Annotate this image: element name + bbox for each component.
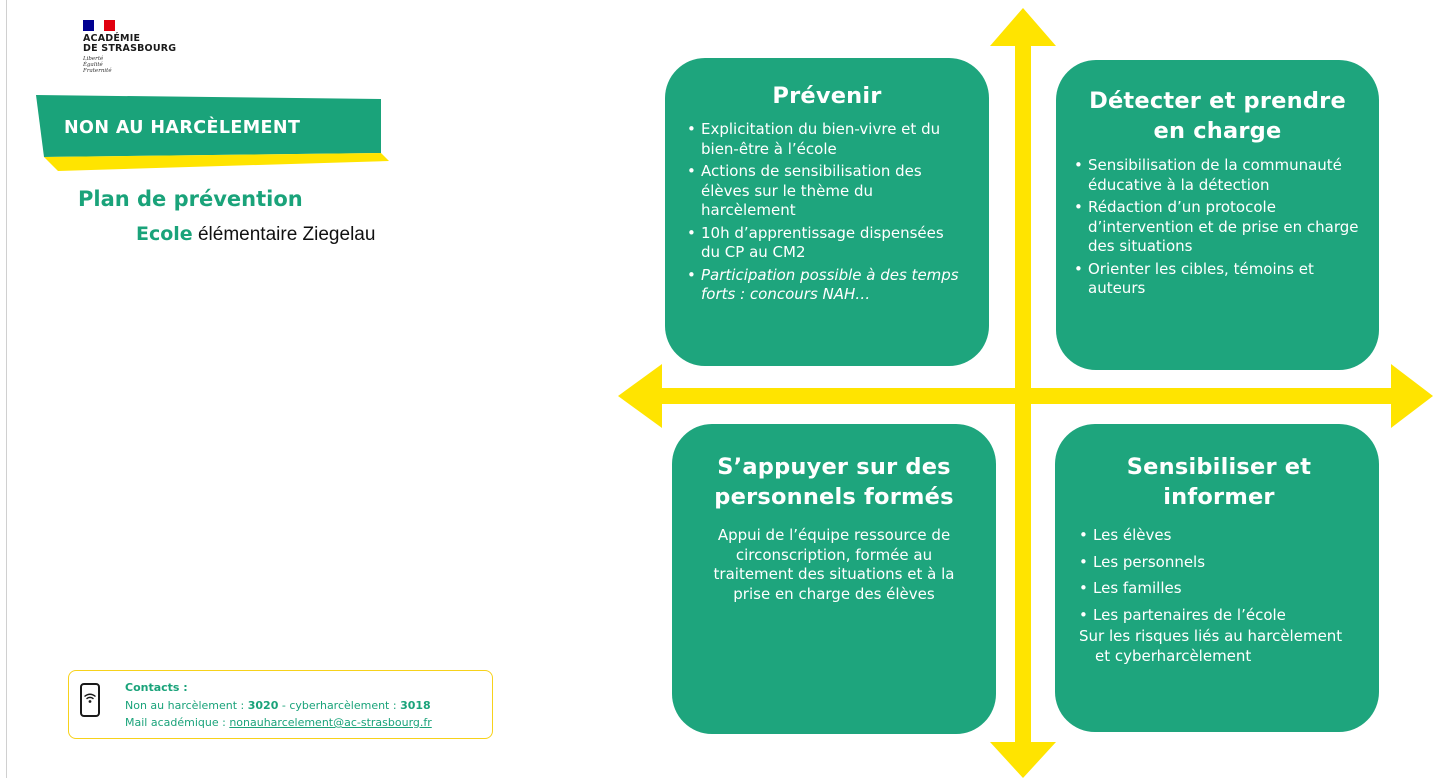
republic-flag-icon bbox=[83, 20, 116, 31]
contacts-mail-prefix: Mail académique : bbox=[125, 716, 230, 729]
cyberharcelement-number[interactable]: 3018 bbox=[400, 699, 431, 712]
prevenir-item: 10h d’apprentissage dispensées du CP au … bbox=[687, 224, 967, 263]
sensibiliser-item: Les partenaires de l’école bbox=[1079, 606, 1359, 626]
contacts-line1-mid: - cyberharcèlement : bbox=[278, 699, 401, 712]
academie-logo: ACADÉMIE DE STRASBOURG Liberté Égalité F… bbox=[83, 20, 176, 74]
school-name: Ecole élémentaire Ziegelau bbox=[136, 223, 375, 246]
contacts-phone-line: Non au harcèlement : 3020 - cyberharcèle… bbox=[125, 699, 431, 712]
plan-title: Plan de prévention bbox=[78, 187, 303, 211]
harcelement-number[interactable]: 3020 bbox=[247, 699, 279, 712]
page-left-rule bbox=[6, 0, 7, 778]
school-keyword: Ecole bbox=[136, 223, 193, 245]
detecter-item: Sensibilisation de la communauté éducati… bbox=[1074, 156, 1361, 195]
logo-motto-3: Fraternité bbox=[83, 68, 112, 74]
logo-motto-1: Liberté bbox=[83, 56, 104, 62]
contacts-mail-line: Mail académique : nonauharcelement@ac-st… bbox=[125, 716, 432, 729]
sensibiliser-item: Les familles bbox=[1079, 579, 1359, 599]
appuyer-title: S’appuyer sur des personnels formés bbox=[714, 454, 954, 510]
logo-line-1: ACADÉMIE bbox=[83, 33, 141, 44]
detecter-title: Détecter et prendre en charge bbox=[1089, 88, 1346, 144]
banner-background bbox=[36, 95, 389, 171]
quadrant-sensibiliser: Sensibiliser et informer Les élèves Les … bbox=[1055, 424, 1379, 732]
banner-title: NON AU HARCÈLEMENT bbox=[64, 118, 301, 138]
quadrant-appuyer: S’appuyer sur des personnels formés Appu… bbox=[672, 424, 996, 734]
appuyer-text: Appui de l’équipe ressource de circonscr… bbox=[713, 526, 955, 603]
sensibiliser-item: Les personnels bbox=[1079, 553, 1359, 573]
sensibiliser-footer: Sur les risques liés au harcèlement et c… bbox=[1079, 627, 1343, 665]
contacts-box: Contacts : Non au harcèlement : 3020 - c… bbox=[68, 670, 493, 739]
detecter-item: Orienter les cibles, témoins et auteurs bbox=[1074, 260, 1361, 299]
prevenir-title: Prévenir bbox=[772, 83, 882, 109]
prevenir-item: Participation possible à des temps forts… bbox=[687, 266, 967, 305]
contact-email-link[interactable]: nonauharcelement@ac-strasbourg.fr bbox=[229, 716, 432, 729]
contacts-line1-prefix: Non au harcèlement : bbox=[125, 699, 248, 712]
contacts-title: Contacts : bbox=[125, 681, 188, 694]
detecter-item: Rédaction d’un protocole d’intervention … bbox=[1074, 198, 1361, 257]
sensibiliser-title: Sensibiliser et informer bbox=[1126, 454, 1312, 510]
logo-motto-2: Égalité bbox=[83, 62, 103, 68]
quadrant-prevenir: Prévenir Explicitation du bien-vivre et … bbox=[665, 58, 989, 366]
sensibiliser-item: Les élèves bbox=[1079, 526, 1359, 546]
quadrant-detecter: Détecter et prendre en charge Sensibilis… bbox=[1056, 60, 1379, 370]
smartphone-icon bbox=[80, 683, 100, 717]
logo-line-2: DE STRASBOURG bbox=[83, 43, 177, 54]
prevenir-item: Explicitation du bien-vivre et du bien-ê… bbox=[687, 120, 967, 159]
prevenir-item: Actions de sensibilisation des élèves su… bbox=[687, 162, 967, 221]
school-label: élémentaire Ziegelau bbox=[197, 224, 376, 245]
